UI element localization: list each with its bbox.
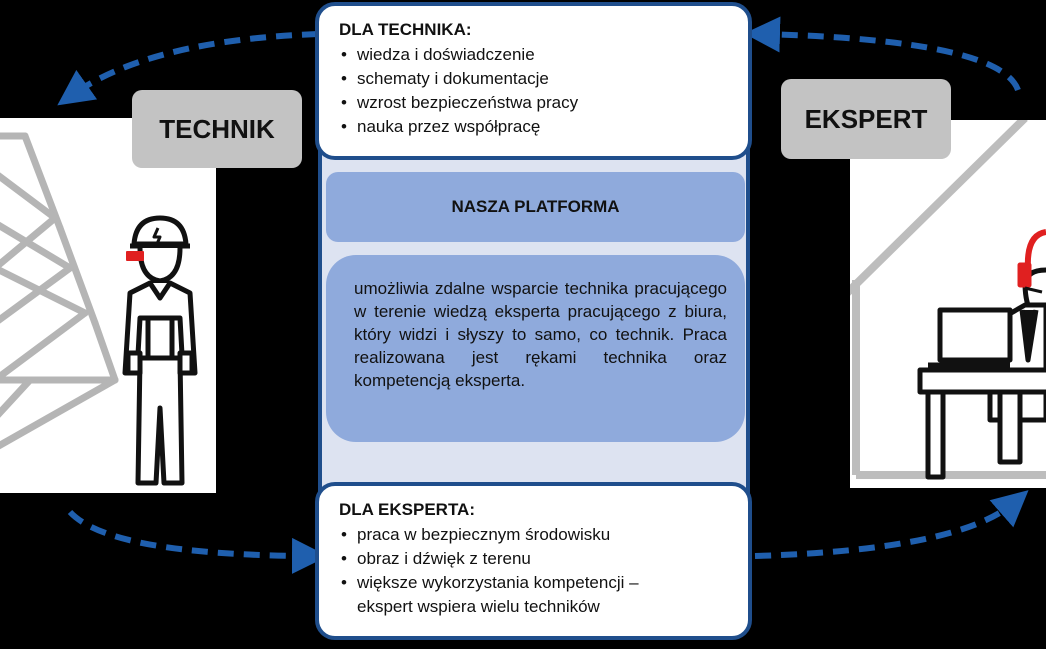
- platform-description: umożliwia zdalne wsparcie technika pracu…: [326, 255, 745, 442]
- arrow-to-technik: [57, 31, 319, 106]
- technician-figure-icon: [122, 215, 198, 486]
- list-item: wzrost bezpieczeństwa pracy: [339, 91, 728, 115]
- list-item: obraz i dźwięk z terenu: [339, 547, 728, 571]
- arrow-to-platform-top: [744, 16, 1021, 92]
- arrow-to-ekspert: [754, 490, 1029, 559]
- technik-label: TECHNIK: [132, 90, 302, 168]
- platform-title: NASZA PLATFORMA: [326, 172, 745, 242]
- list-item: większe wykorzystania kompetencji – eksp…: [339, 571, 677, 619]
- ekspert-label: EKSPERT: [781, 79, 951, 159]
- expert-figure-icon: [917, 229, 1046, 480]
- power-pylon-icon: [0, 132, 119, 450]
- house-icon: [842, 115, 1046, 479]
- expert-illustration: [842, 115, 1046, 488]
- technician-illustration: [0, 118, 216, 493]
- arrow-from-technik: [67, 509, 328, 574]
- ekspert-benefits-box: DLA EKSPERTA: praca w bezpiecznym środow…: [315, 482, 752, 640]
- ekspert-benefits-title: DLA EKSPERTA:: [339, 500, 475, 519]
- list-item: nauka przez współpracę: [339, 115, 728, 139]
- list-item: praca w bezpiecznym środowisku: [339, 523, 728, 547]
- technik-benefits-title: DLA TECHNIKA:: [339, 20, 472, 39]
- list-item: wiedza i doświadczenie: [339, 43, 728, 67]
- list-item: schematy i dokumentacje: [339, 67, 728, 91]
- technik-benefits-box: DLA TECHNIKA: wiedza i doświadczenie sch…: [315, 2, 752, 160]
